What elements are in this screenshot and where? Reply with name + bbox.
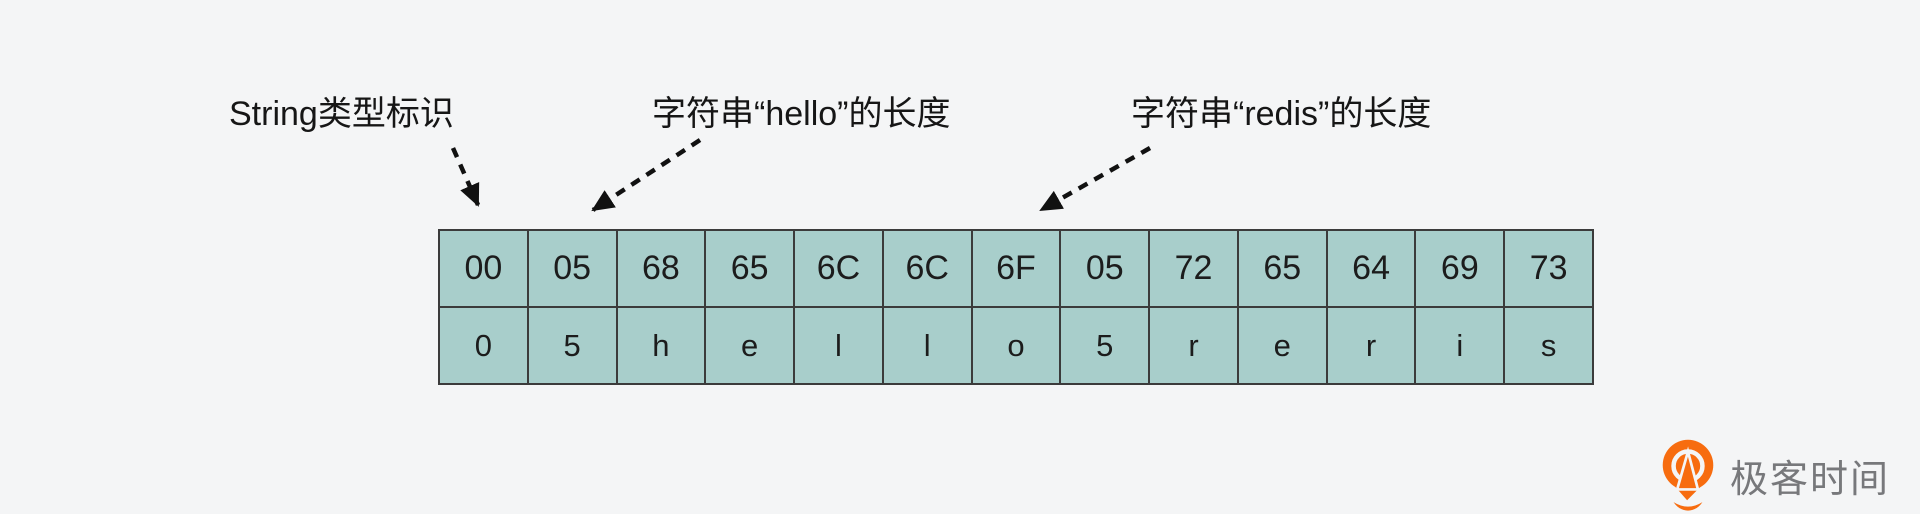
- char-cell: 0: [440, 308, 527, 383]
- char-cell: r: [1327, 308, 1415, 383]
- hex-cell: 6F: [972, 231, 1060, 306]
- hex-cell: 65: [1238, 231, 1326, 306]
- char-cell: o: [972, 308, 1060, 383]
- arrow-string-type: [450, 147, 481, 207]
- char-cell: l: [795, 308, 882, 383]
- char-cell: e: [1238, 308, 1326, 383]
- char-cell: e: [706, 308, 794, 383]
- char-cell: i: [1416, 308, 1504, 383]
- hex-cell: 00: [440, 231, 527, 306]
- annotation-hello-length-label: 字符串“hello”的长度: [652, 95, 951, 133]
- hex-cell: 05: [528, 231, 616, 306]
- hex-cell: 6C: [883, 231, 971, 306]
- hex-cell: 73: [1505, 231, 1592, 306]
- char-cell: s: [1505, 308, 1592, 383]
- hex-cell: 65: [706, 231, 794, 306]
- char-cell: l: [883, 308, 971, 383]
- arrow-redis-length: [1039, 146, 1152, 212]
- hex-cell: 64: [1327, 231, 1415, 306]
- annotation-redis-length-label: 字符串“redis”的长度: [1131, 95, 1432, 133]
- char-cell: h: [617, 308, 705, 383]
- geektime-logo: 极客时间: [1656, 438, 1890, 512]
- geektime-logo-icon: [1662, 439, 1714, 511]
- hex-cell: 05: [1061, 231, 1149, 306]
- char-cell: 5: [528, 308, 616, 383]
- char-cell: 5: [1061, 308, 1149, 383]
- annotation-string-type-label: String类型标识: [229, 95, 454, 133]
- arrow-hello-length: [591, 138, 702, 212]
- hex-cell: 72: [1150, 231, 1237, 306]
- byte-table: 00 05 68 65 6C 6C 6F 05 72 65 64 69 73 0…: [438, 229, 1594, 385]
- geektime-logo-text: 极客时间: [1730, 458, 1891, 501]
- hex-cell: 69: [1416, 231, 1504, 306]
- hex-cell: 68: [617, 231, 705, 306]
- hex-cell: 6C: [795, 231, 882, 306]
- char-cell: r: [1150, 308, 1237, 383]
